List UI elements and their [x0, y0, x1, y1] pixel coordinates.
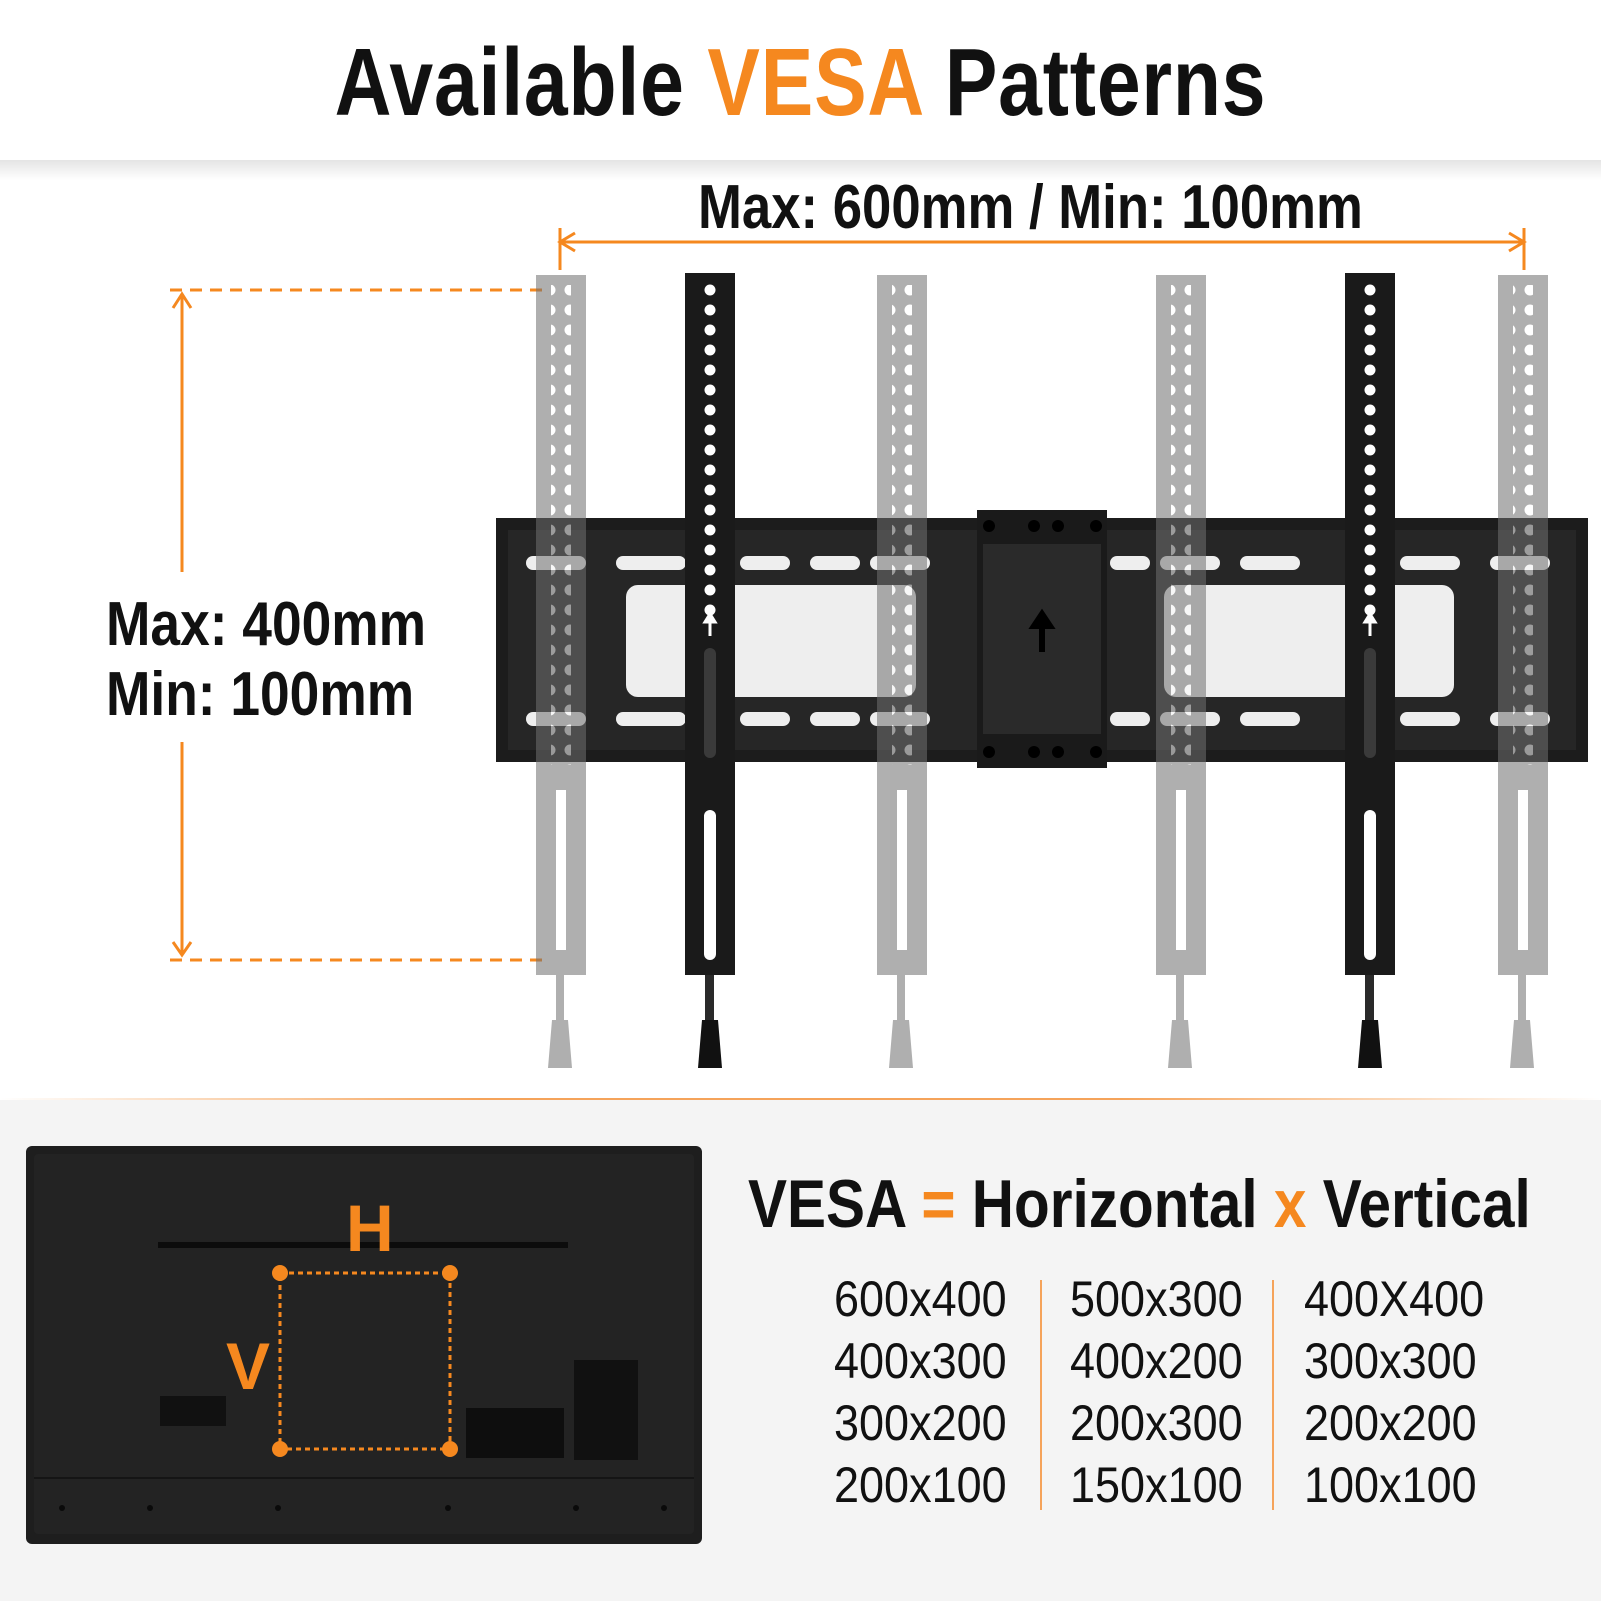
- horizontal-dimension-label: Max: 600mm / Min: 100mm: [698, 173, 1363, 242]
- title-accent: VESA: [707, 29, 923, 136]
- tv-v-label: V: [226, 1329, 271, 1403]
- pattern-cell: 200x200: [1304, 1395, 1477, 1451]
- pattern-cell: 300x300: [1304, 1333, 1477, 1389]
- page-title: Available VESA Patterns: [334, 29, 1267, 136]
- pattern-cell: 200x300: [1070, 1395, 1243, 1451]
- bracket-ghost-2: [877, 275, 927, 1068]
- vertical-dimension-arrow: [170, 288, 545, 962]
- vertical-min-label: Min: 100mm: [106, 660, 415, 729]
- bracket-ghost-4: [1498, 275, 1548, 1068]
- bracket-left: [685, 273, 735, 1068]
- horizontal-dimension-arrow: [557, 228, 1527, 270]
- pattern-column-2: 500x300 400x200 200x300 150x100: [1070, 1268, 1300, 1516]
- tv-back-illustration: [26, 1146, 702, 1544]
- column-divider: [1040, 1280, 1042, 1510]
- pattern-cell: 300x200: [834, 1395, 1007, 1451]
- vertical-dimension-label: Max: 400mm Min: 100mm: [106, 590, 426, 730]
- pattern-column-3: 400X400 300x300 200x200 100x100: [1304, 1268, 1534, 1516]
- pattern-cell: 400x300: [834, 1333, 1007, 1389]
- header-shadow: [0, 160, 1601, 180]
- pattern-column-1: 600x400 400x300 300x200 200x100: [834, 1268, 1064, 1516]
- wall-plate: [496, 510, 1588, 768]
- bracket-right: [1345, 273, 1395, 1068]
- pattern-cell: 200x100: [834, 1457, 1007, 1513]
- tv-h-label: H: [346, 1191, 394, 1265]
- pattern-cell: 600x400: [834, 1271, 1007, 1327]
- vesa-formula: VESA = Horizontal x Vertical: [748, 1166, 1531, 1242]
- vertical-max-label: Max: 400mm: [106, 590, 427, 659]
- pattern-cell: 100x100: [1304, 1457, 1477, 1513]
- pattern-cell: 500x300: [1070, 1271, 1243, 1327]
- pattern-cell: 150x100: [1070, 1457, 1243, 1513]
- section-divider: [0, 1098, 1601, 1100]
- bracket-ghost-1: [536, 275, 586, 1068]
- column-divider: [1272, 1280, 1274, 1510]
- bracket-ghost-3: [1156, 275, 1206, 1068]
- pattern-cell: 400X400: [1304, 1271, 1485, 1327]
- header: Available VESA Patterns: [0, 0, 1601, 160]
- pattern-cell: 400x200: [1070, 1333, 1243, 1389]
